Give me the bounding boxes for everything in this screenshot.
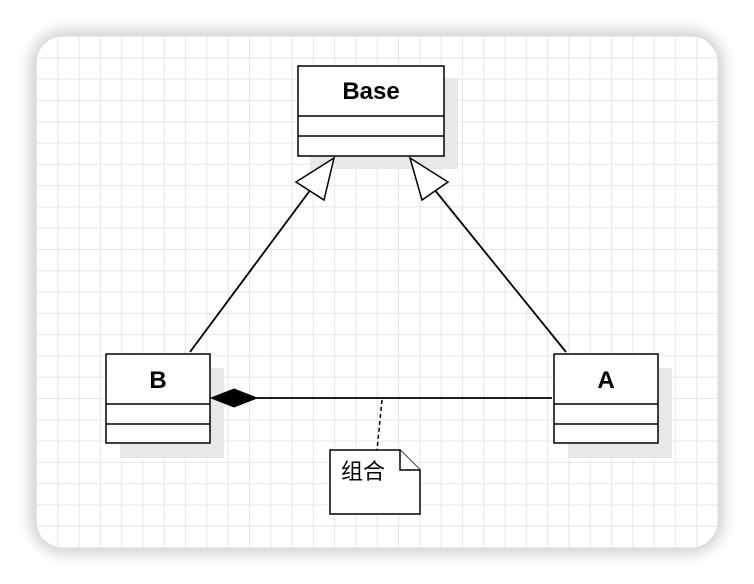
note-anchor-line — [376, 399, 383, 451]
generalization-line — [189, 188, 312, 353]
class-a[interactable]: A — [553, 353, 672, 458]
class-base-name: Base — [342, 78, 399, 105]
class-a-box — [553, 353, 659, 444]
note-body — [329, 449, 421, 515]
hollow-triangle-arrowhead — [294, 156, 336, 202]
filled-diamond-icon — [209, 388, 259, 408]
composition-b-a[interactable] — [209, 388, 552, 408]
note-fold-corner — [399, 450, 420, 471]
generalization-a-base[interactable] — [408, 156, 567, 353]
class-base[interactable]: Base — [297, 65, 458, 169]
generalization-b-base[interactable] — [189, 156, 336, 353]
class-base-box — [297, 65, 445, 157]
generalization-line — [433, 188, 567, 353]
class-a-name: A — [597, 367, 614, 394]
hollow-triangle-arrowhead — [408, 156, 450, 202]
class-b-box — [105, 353, 211, 444]
note-label: 组合 — [341, 460, 385, 485]
class-b-name: B — [149, 367, 166, 394]
class-b[interactable]: B — [105, 353, 224, 458]
note-composition[interactable]: 组合 — [329, 449, 421, 515]
